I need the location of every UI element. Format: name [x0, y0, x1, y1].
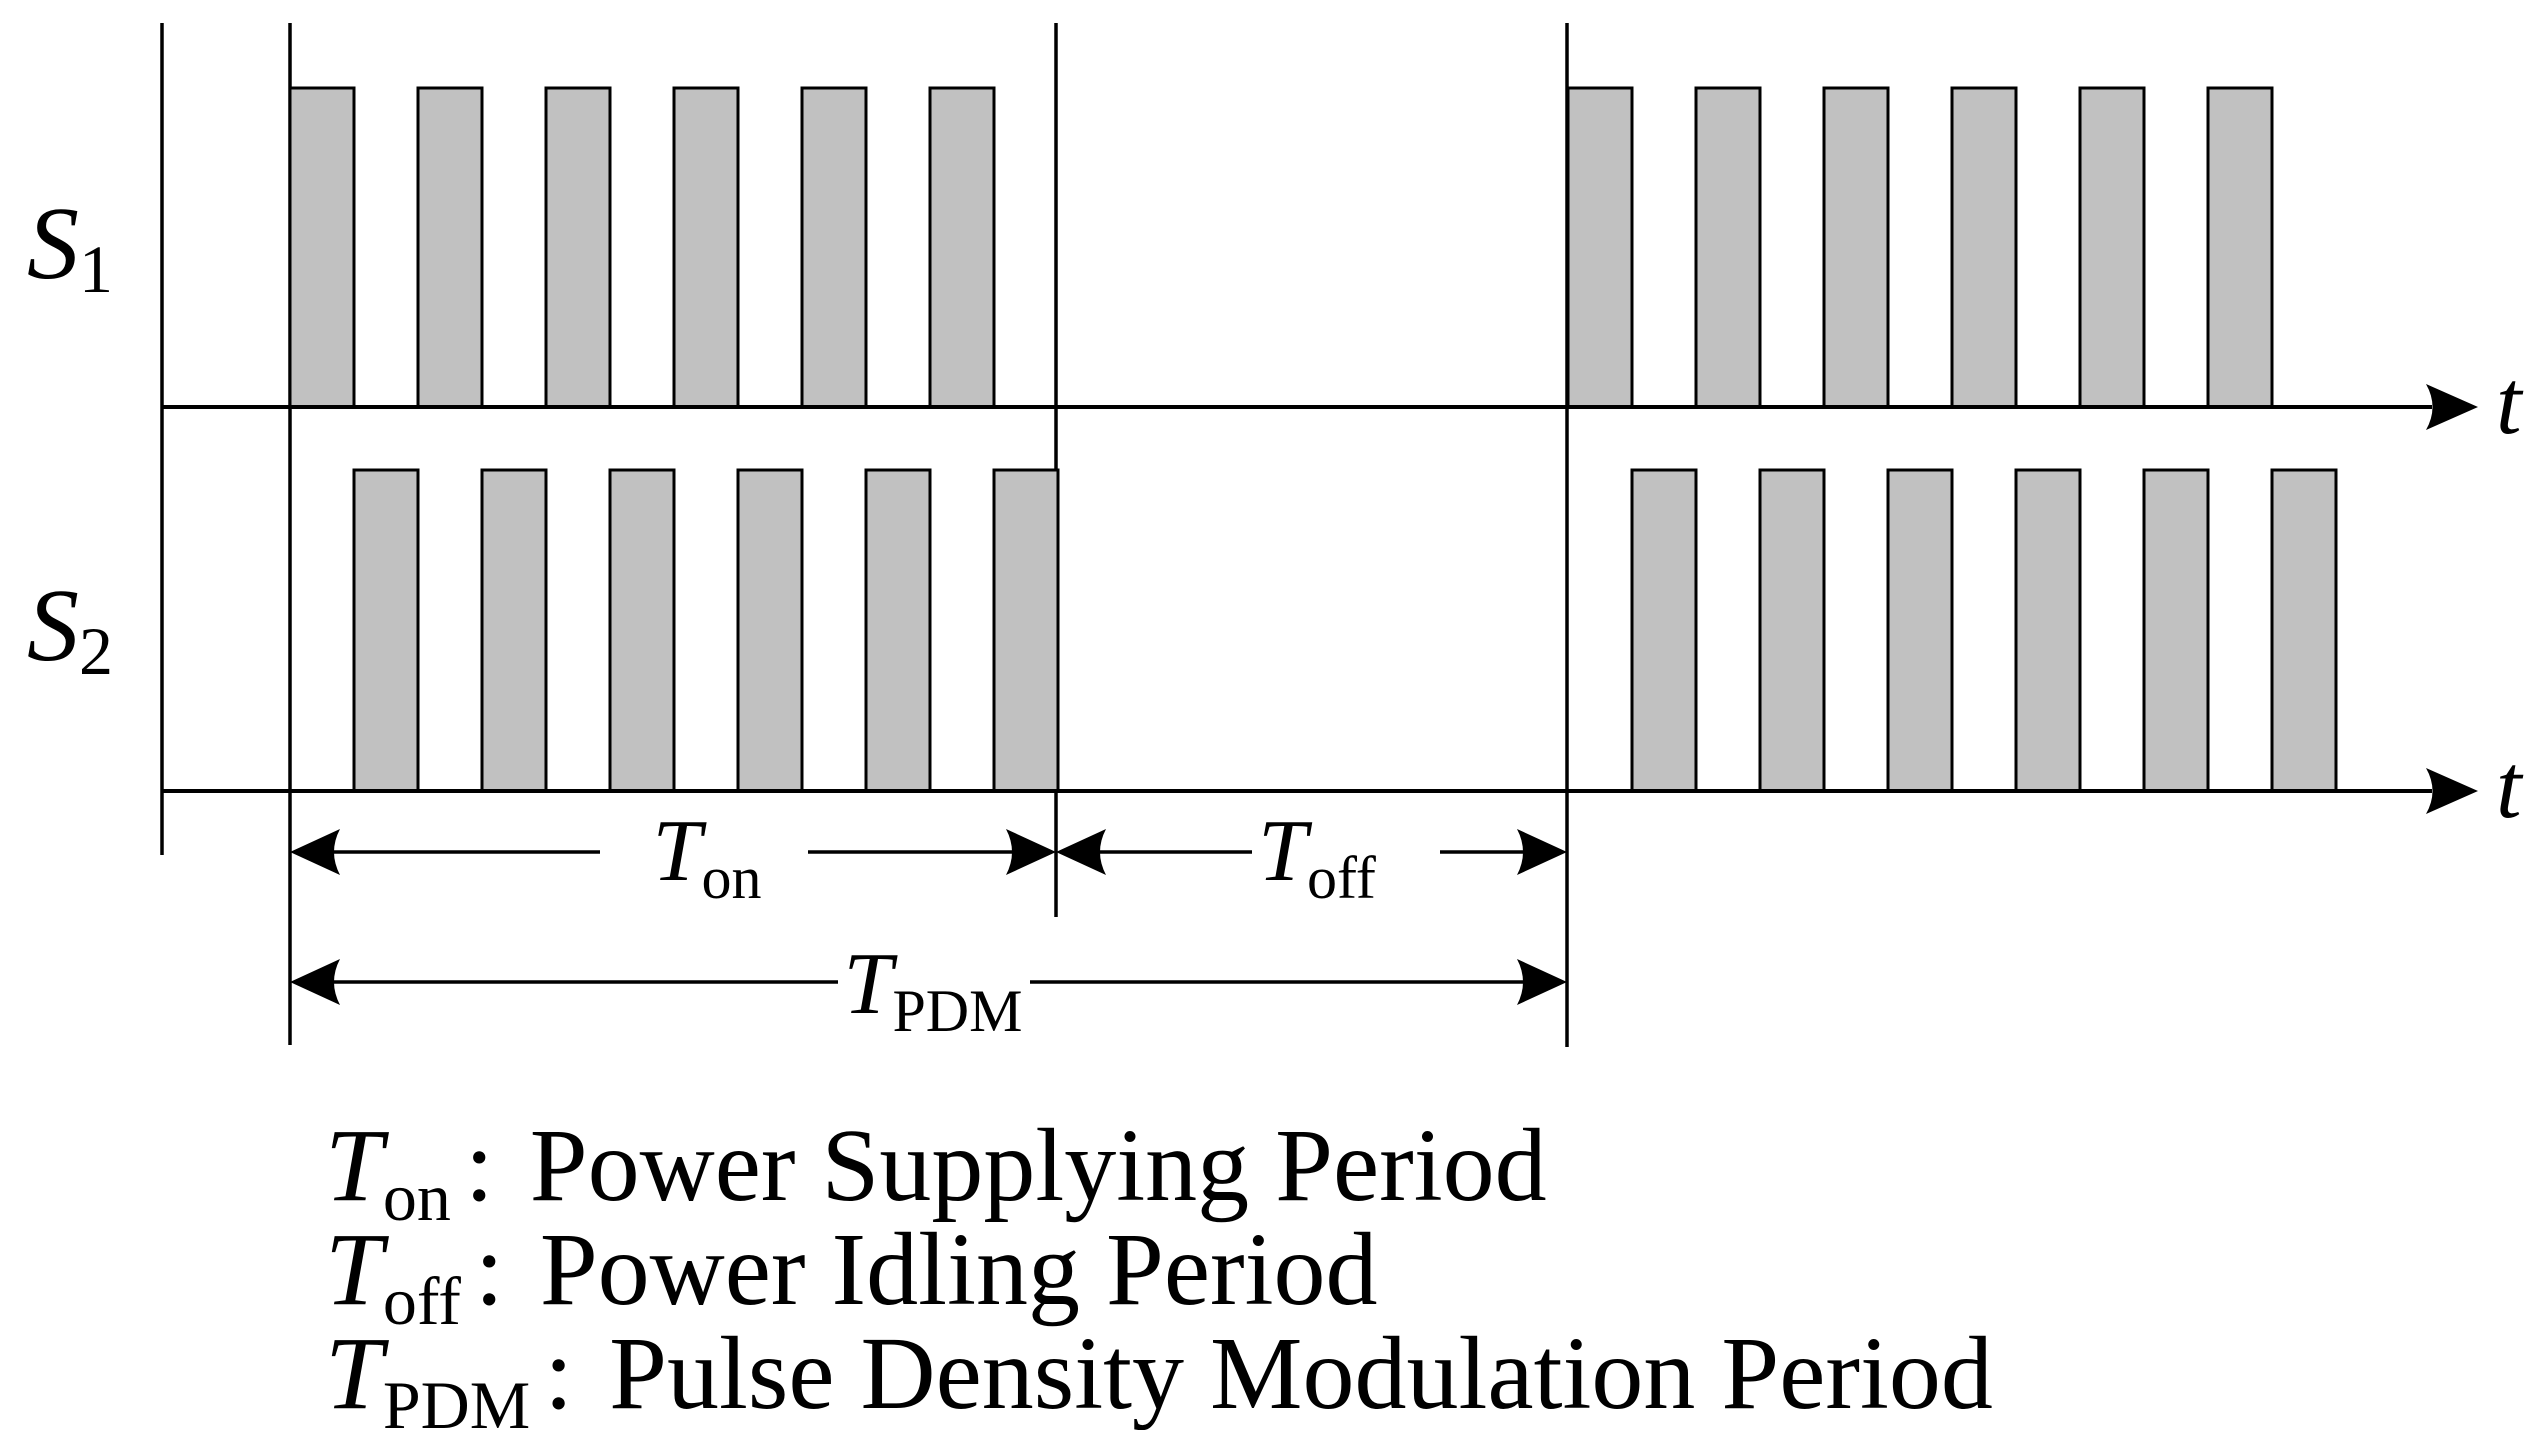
s1-pulse: [288, 86, 356, 409]
s1-axis-arrowhead-icon: [2426, 384, 2478, 430]
s2-pulse: [352, 468, 420, 793]
s2-pulse: [2142, 468, 2210, 793]
legend-line-toff: Toff:Power Idling Period: [325, 1212, 1378, 1339]
s1-pulse: [2206, 86, 2274, 409]
s1-pulse: [800, 86, 868, 409]
ton-label: Ton: [653, 803, 762, 911]
tpdm-right-arrowhead-icon: [1517, 959, 1567, 1005]
s2-signal-label: S2: [27, 568, 113, 689]
legend-line-tpdm: TPDM:Pulse Density Modulation Period: [325, 1316, 1993, 1430]
s1-pulse: [1694, 86, 1762, 409]
s2-pulse: [2014, 468, 2082, 793]
s1-axis-label: t: [2496, 351, 2524, 453]
toff-right-arrowhead-icon: [1517, 829, 1567, 875]
s1-pulse: [672, 86, 740, 409]
legend: Ton:Power Supplying Period Toff:Power Id…: [325, 1108, 1993, 1430]
s2-axis-label: t: [2496, 735, 2524, 837]
s2-pulse: [1886, 468, 1954, 793]
s2-pulse: [992, 468, 1060, 793]
s2-pulse: [736, 468, 804, 793]
s1-pulse: [416, 86, 484, 409]
s2-pulse: [1758, 468, 1826, 793]
tpdm-arrow: TPDM: [290, 936, 1567, 1044]
ton-right-arrowhead-icon: [1006, 829, 1056, 875]
s2-pulse-train: [352, 468, 2338, 793]
s2-pulse: [2270, 468, 2338, 793]
s2-pulse: [480, 468, 548, 793]
toff-label: Toff: [1258, 803, 1376, 911]
s2-pulse: [1630, 468, 1698, 793]
s1-pulse: [544, 86, 612, 409]
ton-left-arrowhead-icon: [290, 829, 340, 875]
toff-left-arrowhead-icon: [1056, 829, 1106, 875]
ton-arrow: Ton: [290, 803, 1056, 911]
s1-pulse: [928, 86, 996, 409]
legend-line-ton: Ton:Power Supplying Period: [325, 1108, 1547, 1235]
s2-axis-arrowhead-icon: [2426, 768, 2478, 814]
tpdm-label: TPDM: [843, 936, 1022, 1044]
s2-pulse: [864, 468, 932, 793]
s1-pulse: [2078, 86, 2146, 409]
toff-arrow: Toff: [1056, 803, 1567, 911]
s1-pulse: [1950, 86, 2018, 409]
s1-pulse: [1822, 86, 1890, 409]
s1-pulse: [1566, 86, 1634, 409]
s1-signal-label: S1: [27, 186, 113, 307]
s1-pulse-train: [288, 86, 2274, 409]
tpdm-left-arrowhead-icon: [290, 959, 340, 1005]
s2-pulse: [608, 468, 676, 793]
